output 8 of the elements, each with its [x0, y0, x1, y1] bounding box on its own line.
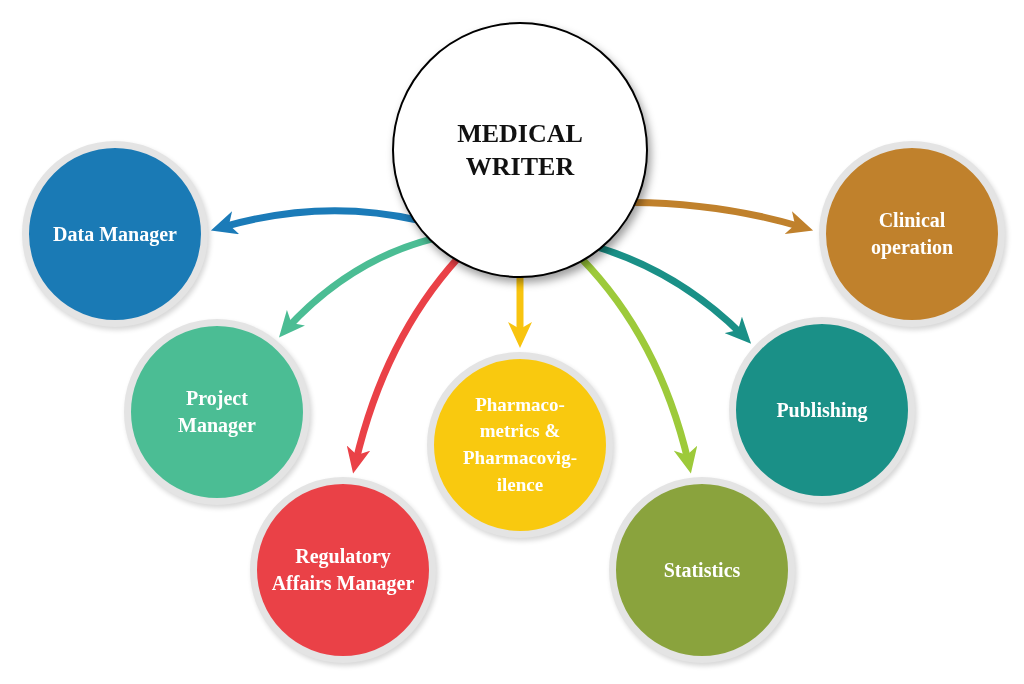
circle-label: Regulatory Affairs Manager [270, 544, 416, 597]
circle-label: Pharmaco- metrics & Pharmacovig- ilence [462, 392, 578, 497]
circle-label: Project Manager [177, 386, 257, 439]
circle-label: Clinical operation [869, 208, 955, 261]
circle-label: Data Manager [52, 221, 178, 248]
circle-label: Statistics [662, 557, 742, 583]
circle-label: Publishing [775, 397, 869, 424]
circle-label: MEDICAL WRITER [456, 118, 584, 183]
